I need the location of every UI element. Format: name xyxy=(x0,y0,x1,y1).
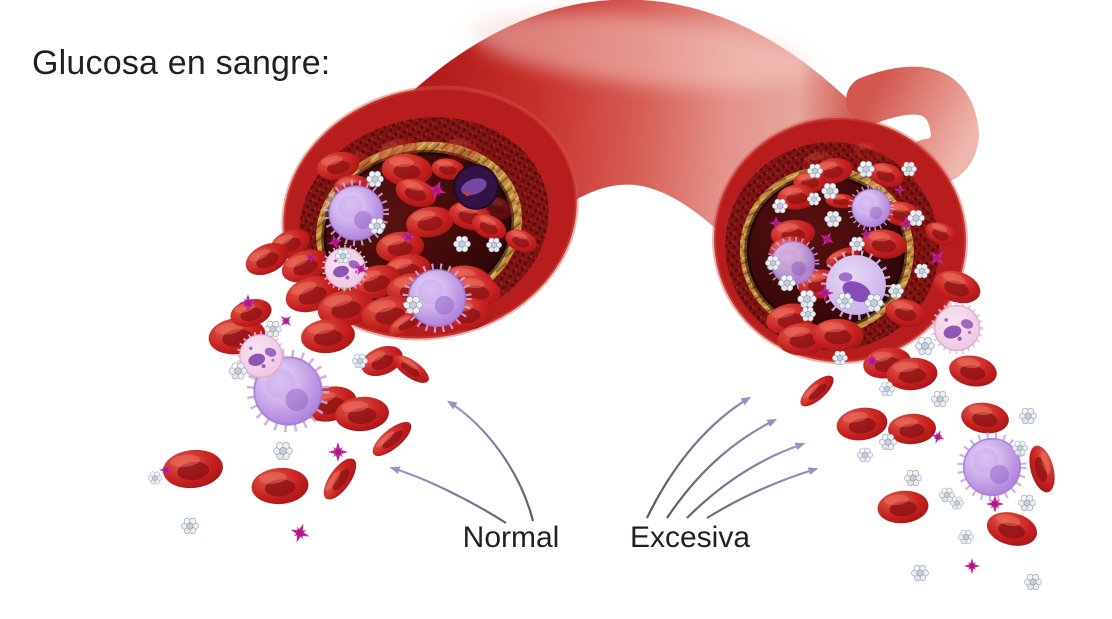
excessive-arrow xyxy=(666,418,778,519)
glu-cell xyxy=(797,290,817,308)
normal-label: Normal xyxy=(462,521,560,554)
excessive-label: Excesiva xyxy=(629,521,751,554)
rbc-cell xyxy=(834,404,890,444)
glu-cell xyxy=(914,263,930,279)
glu-cell xyxy=(800,306,816,322)
glu-cell xyxy=(832,350,848,366)
normal-arrow xyxy=(389,466,507,524)
glu-cell xyxy=(366,170,384,188)
glu-cell xyxy=(907,209,925,227)
tube-highlight xyxy=(470,11,810,89)
rbc-cell xyxy=(161,446,225,492)
rbc-cell xyxy=(250,466,310,506)
glu-cell xyxy=(403,296,423,314)
glu-cell xyxy=(821,182,839,200)
page-title: Glucosa en sangre: xyxy=(32,44,331,82)
glu-cell xyxy=(453,235,471,253)
wbcd-cell xyxy=(453,164,499,210)
plt-cell xyxy=(328,442,348,462)
glu-cell xyxy=(807,163,823,179)
excessive-arrow xyxy=(686,442,806,519)
rbc-cell xyxy=(946,351,1000,391)
glu-cell xyxy=(1024,573,1042,591)
rbc-cell xyxy=(983,507,1041,551)
glu-cell xyxy=(824,210,842,228)
rbc-cell xyxy=(388,349,434,389)
glu-cell xyxy=(335,248,351,264)
glu-cell xyxy=(931,390,949,408)
glu-cell xyxy=(228,362,248,380)
rbc-cell xyxy=(795,370,839,412)
glu-cell xyxy=(857,160,875,178)
glu-cell xyxy=(911,564,929,582)
wbc2-cell xyxy=(930,301,984,355)
glu-cell xyxy=(765,255,781,271)
rbc-cell xyxy=(317,453,363,505)
glu-cell xyxy=(778,274,796,292)
glu-cell xyxy=(1019,407,1037,425)
glu-cell xyxy=(368,217,386,235)
right-vessel xyxy=(712,115,983,365)
glu-cell xyxy=(806,192,822,206)
glu-cell xyxy=(836,292,854,310)
glu-cell xyxy=(958,529,974,545)
arrows-normal xyxy=(389,400,535,524)
excessive-arrow xyxy=(706,467,819,519)
glu-cell xyxy=(1018,494,1036,512)
glu-cell xyxy=(879,381,895,397)
glu-cell xyxy=(949,496,965,510)
tube-curl xyxy=(846,66,980,187)
plt-cell xyxy=(986,495,1004,513)
glu-cell xyxy=(849,236,865,252)
rbc-cell xyxy=(959,399,1011,437)
left-vessel xyxy=(265,85,579,342)
glu-cell xyxy=(273,442,293,460)
glu-cell xyxy=(879,433,897,451)
glu-cell xyxy=(352,353,368,369)
rbc-cell xyxy=(876,488,930,526)
plt-cell xyxy=(964,558,980,574)
glu-cell xyxy=(264,320,282,338)
glu-cell xyxy=(888,283,904,299)
excessive-arrow xyxy=(646,396,752,519)
glu-cell xyxy=(181,517,199,535)
glu-cell xyxy=(901,161,917,177)
glu-cell xyxy=(147,471,163,485)
glu-cell xyxy=(915,337,935,355)
wbc-cell xyxy=(961,436,1024,499)
glu-cell xyxy=(486,237,502,253)
glu-cell xyxy=(904,469,922,487)
plt-cell xyxy=(287,520,313,546)
rbc-cell xyxy=(1024,442,1060,496)
glu-cell xyxy=(864,294,884,312)
normal-arrow xyxy=(446,400,535,522)
glu-cell xyxy=(772,198,788,214)
glu-cell xyxy=(1012,440,1028,456)
arrows-excessive xyxy=(646,396,819,519)
glu-cell xyxy=(857,447,873,463)
